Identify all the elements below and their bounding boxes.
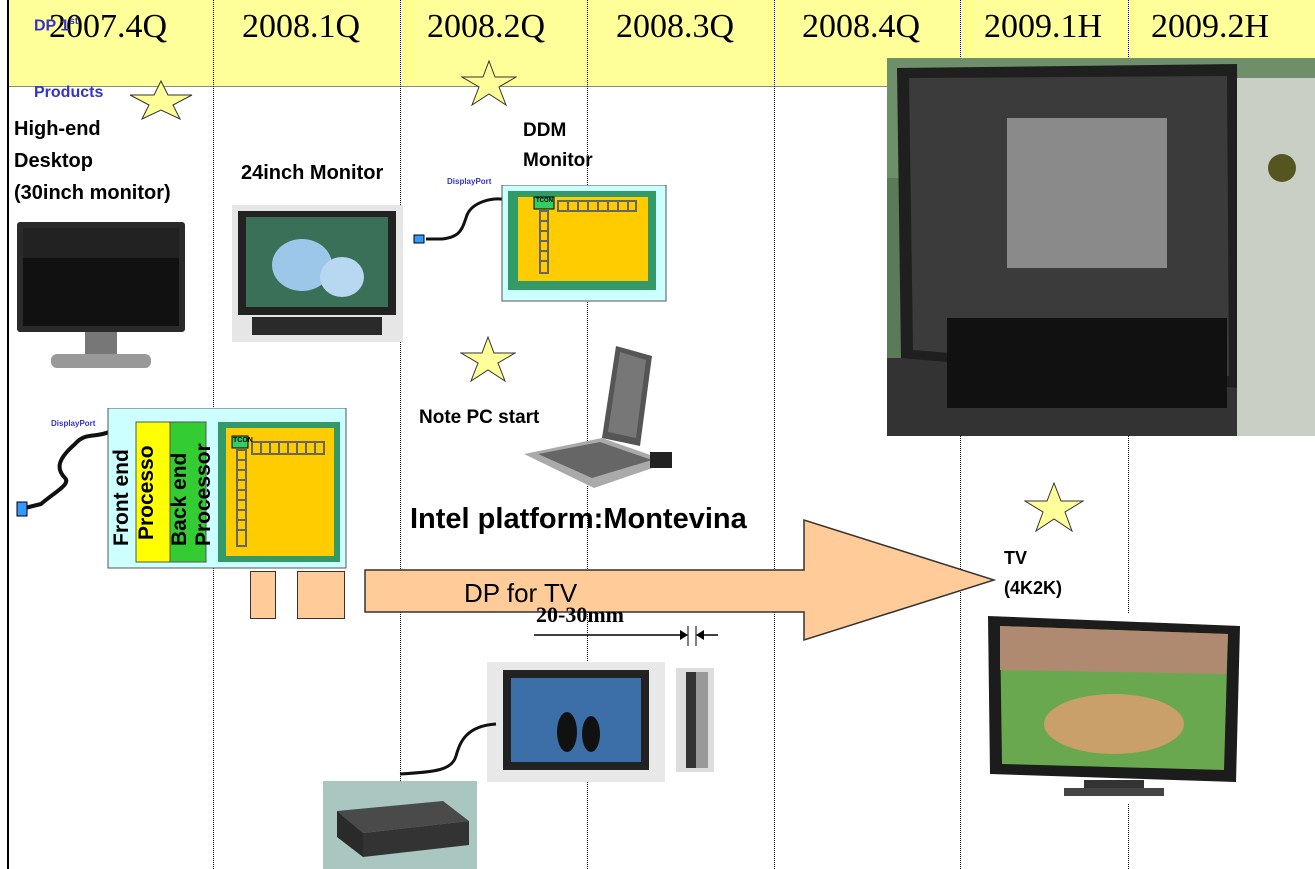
tcon-label: TCON bbox=[233, 437, 253, 444]
quarter-label: 2008.4Q bbox=[802, 8, 921, 45]
displayport-label: DisplayPort bbox=[51, 419, 96, 428]
dp-for-tv-label: DP for TV bbox=[464, 578, 578, 608]
tv-back-photo bbox=[887, 58, 1315, 436]
quarter-divider bbox=[400, 0, 401, 869]
highend-label: (30inch monitor) bbox=[14, 182, 171, 204]
star-icon bbox=[460, 336, 516, 382]
thickness-dimension-icon bbox=[534, 626, 718, 646]
thickness-label: 20-30mm bbox=[536, 602, 624, 627]
orange-block bbox=[250, 571, 276, 619]
orange-block bbox=[297, 571, 345, 619]
quarter-label: 2009.1H bbox=[984, 8, 1103, 45]
thin-tv-side-photo bbox=[676, 668, 714, 772]
star-icon bbox=[461, 60, 517, 106]
thin-tv-photo bbox=[487, 662, 665, 782]
tv-4k2k-photo bbox=[984, 614, 1246, 804]
front-end-processor-label: Processo bbox=[135, 445, 158, 540]
back-end-label: Back end bbox=[168, 452, 191, 546]
desktop-monitor-photo bbox=[17, 222, 185, 368]
tv-cable bbox=[399, 722, 497, 776]
front-end-label: Front end bbox=[110, 449, 133, 546]
timeline-left-border bbox=[7, 0, 9, 869]
highend-label: High-end bbox=[14, 118, 101, 140]
notebook-pc-photo bbox=[524, 346, 672, 488]
intel-platform-label: Intel platform:Montevina bbox=[410, 503, 747, 535]
monitor24-label: 24inch Monitor bbox=[241, 162, 384, 184]
set-top-box-photo bbox=[323, 781, 477, 869]
timeline-header: 2007.4Q 2008.1Q 2008.2Q 2008.3Q 2008.4Q … bbox=[7, 0, 1315, 87]
quarter-label: 2009.2H bbox=[1151, 8, 1270, 45]
quarter-label: 2007.4Q bbox=[49, 8, 168, 45]
notepc-label: Note PC start bbox=[419, 407, 540, 428]
dp-for-tv-arrow bbox=[364, 518, 996, 642]
board-diagram bbox=[16, 408, 347, 569]
quarter-label: 2008.1Q bbox=[242, 8, 361, 45]
displayport-label: DisplayPort bbox=[447, 177, 492, 186]
star-icon bbox=[129, 80, 193, 120]
ddm-label: DDM bbox=[523, 120, 567, 141]
tcon-label: TCON bbox=[536, 198, 553, 204]
tv-label: TV bbox=[1004, 548, 1028, 568]
back-end-processor-label: Processor bbox=[192, 443, 215, 546]
quarter-label: 2008.3Q bbox=[616, 8, 735, 45]
products-label: Products bbox=[34, 84, 104, 101]
dp-first-label: DP 1st bbox=[34, 16, 79, 35]
quarter-divider bbox=[587, 0, 588, 869]
quarter-divider bbox=[774, 0, 775, 869]
ddm-label: Monitor bbox=[523, 150, 593, 171]
highend-label: Desktop bbox=[14, 150, 93, 172]
star-icon bbox=[1024, 482, 1084, 532]
quarter-label: 2008.2Q bbox=[427, 8, 546, 45]
tv-label: (4K2K) bbox=[1004, 578, 1063, 598]
ddm-board-diagram bbox=[413, 185, 667, 302]
monitor24-photo bbox=[232, 205, 403, 342]
